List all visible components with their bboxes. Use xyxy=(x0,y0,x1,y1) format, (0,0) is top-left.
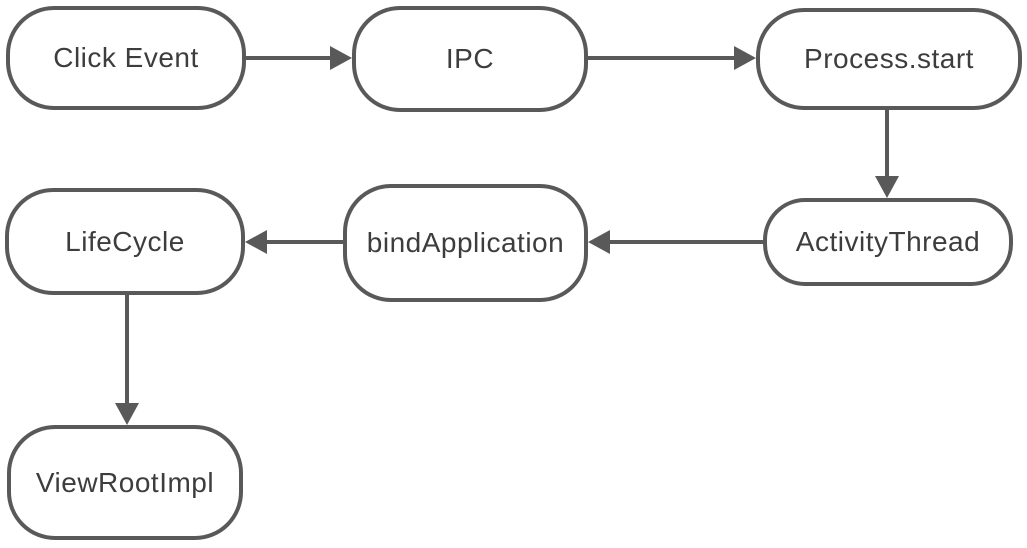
node-process-start: Process.start xyxy=(756,8,1022,110)
node-click-event-label: Click Event xyxy=(53,42,199,73)
arrow-activity-thread-to-bind-application xyxy=(588,230,763,254)
arrow-lifecycle-to-view-root-impl xyxy=(115,295,139,425)
node-lifecycle: LifeCycle xyxy=(5,188,245,295)
node-ipc-label: IPC xyxy=(445,43,495,74)
node-activity-thread-label: ActivityThread xyxy=(795,226,981,257)
node-activity-thread: ActivityThread xyxy=(763,198,1013,286)
arrow-click-event-to-ipc xyxy=(246,46,352,70)
node-process-start-label: Process.start xyxy=(804,43,974,74)
arrow-process-start-to-activity-thread xyxy=(875,110,899,198)
node-view-root-impl-label: ViewRootImpl xyxy=(35,466,215,498)
node-view-root-impl: ViewRootImpl xyxy=(7,425,243,540)
node-ipc: IPC xyxy=(352,6,588,112)
node-lifecycle-label: LifeCycle xyxy=(65,225,185,257)
node-bind-application: bindApplication xyxy=(343,184,588,302)
arrow-bind-application-to-lifecycle xyxy=(245,230,343,254)
node-click-event: Click Event xyxy=(6,6,246,110)
arrow-ipc-to-process-start xyxy=(588,46,756,70)
node-bind-application-label: bindApplication xyxy=(366,227,565,258)
